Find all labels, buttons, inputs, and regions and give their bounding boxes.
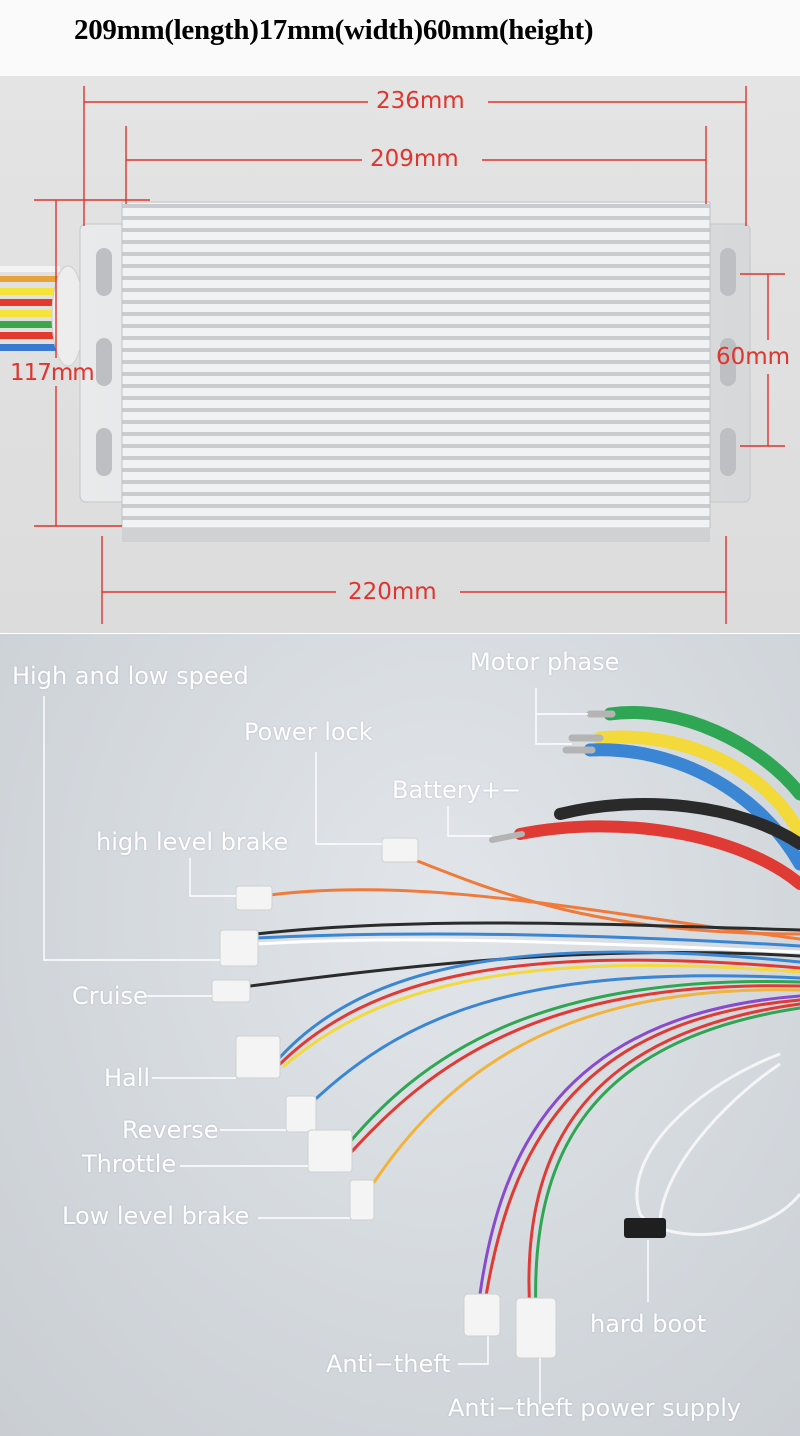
label-motor-phase: Motor phase: [470, 648, 620, 676]
width-label: 117mm: [10, 360, 95, 386]
body-length-label: 209mm: [370, 146, 459, 172]
label-high-level-brake: high level brake: [96, 828, 289, 856]
hard-boot-connector: [624, 1218, 666, 1238]
harness-bundle: [248, 856, 800, 1316]
header-bar: 209mm(length)17mm(width)60mm(height): [0, 0, 800, 76]
wiring-drawing: [43, 688, 800, 1404]
motor-phase-wires: [489, 706, 800, 890]
label-cruise: Cruise: [72, 982, 148, 1010]
leader-lines: [43, 688, 649, 1404]
label-hard-boot: hard boot: [590, 1310, 707, 1338]
dimensions-title: 209mm(length)17mm(width)60mm(height): [74, 14, 594, 46]
heatsink-body: [121, 201, 711, 529]
dimension-lines: [34, 86, 785, 624]
label-throttle: Throttle: [82, 1150, 177, 1178]
label-low-level-brake: Low level brake: [62, 1202, 250, 1230]
label-hall: Hall: [104, 1064, 151, 1092]
connectors: [211, 837, 557, 1359]
label-battery: Battery+−: [392, 776, 522, 804]
height-label: 60mm: [716, 344, 791, 370]
label-high-low-speed: High and low speed: [12, 662, 249, 690]
label-anti-theft: Anti−theft: [326, 1350, 451, 1378]
controller-dimension-photo: 236mm 209mm 117mm 60mm 220mm: [0, 76, 800, 633]
label-reverse: Reverse: [122, 1116, 219, 1144]
label-anti-theft-power: Anti−theft power supply: [448, 1394, 742, 1422]
overall-length-label: 236mm: [376, 88, 465, 114]
hard-boot-wire: [635, 1052, 800, 1236]
wiring-harness-photo: High and low speed Motor phase Power loc…: [0, 634, 800, 1436]
label-power-lock: Power lock: [244, 718, 373, 746]
base-length-label: 220mm: [348, 579, 437, 605]
left-wires: [0, 265, 85, 367]
controller-drawing: [0, 86, 785, 624]
